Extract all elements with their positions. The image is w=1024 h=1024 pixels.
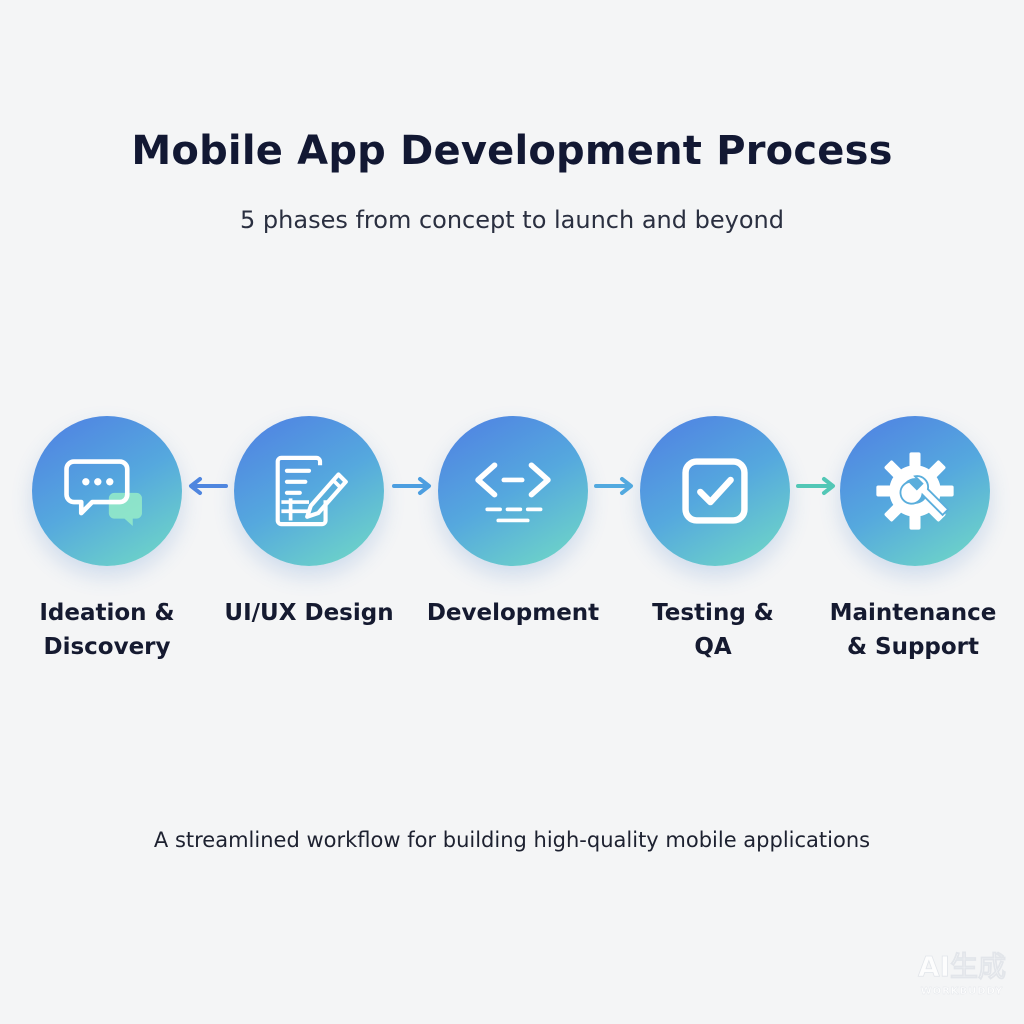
- phase-development-circle: [438, 416, 588, 566]
- phase-testing-circle: [640, 416, 790, 566]
- gear-wrench-icon: [876, 452, 954, 530]
- design-edit-icon: [275, 455, 348, 527]
- phase-maintenance-circle: [840, 416, 990, 566]
- diagram-footer: A streamlined workflow for building high…: [153, 828, 871, 852]
- phase-label-design: UI/UX Design: [224, 600, 394, 626]
- connector-arrow-2: [390, 476, 434, 496]
- code-brackets-icon: [475, 462, 551, 523]
- phase-label-development: Development: [426, 600, 600, 626]
- phase-label-testing: Testing & QA: [652, 600, 774, 660]
- watermark-main-text: AI生成: [918, 950, 1006, 983]
- phase-label-maintenance: Maintenance & Support: [829, 600, 997, 660]
- checkbox-icon: [682, 458, 748, 524]
- watermark-logo: AI生成 WORKBUDDY: [918, 950, 1007, 998]
- watermark-sub-text: WORKBUDDY: [921, 986, 1004, 997]
- connector-arrow-1: [186, 476, 230, 496]
- diagram-title: Mobile App Development Process: [131, 128, 893, 174]
- phase-ideation-circle: [32, 416, 182, 566]
- connector-arrow-4: [794, 476, 838, 496]
- chat-bubbles-icon: [64, 459, 142, 526]
- connector-arrow-3: [592, 476, 636, 496]
- diagram-subtitle: 5 phases from concept to launch and beyo…: [240, 206, 784, 234]
- phase-design-circle: [234, 416, 384, 566]
- phase-label-ideation: Ideation & Discovery: [39, 600, 175, 660]
